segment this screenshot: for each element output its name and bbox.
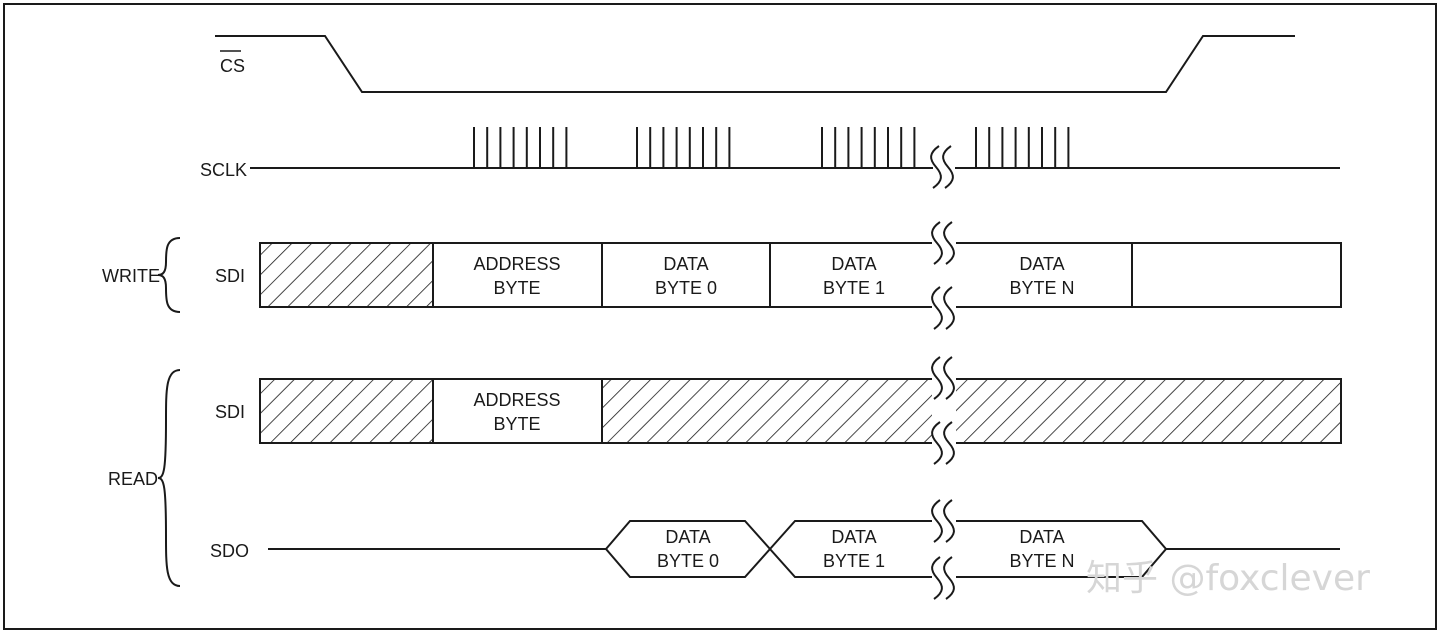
read-sdi-address-byte (432, 378, 603, 444)
write-sdi-break-icon (931, 221, 956, 330)
sdo-label: SDO (210, 541, 249, 561)
sclk-label: SCLK (200, 160, 247, 180)
sdo-data1-line2: BYTE 1 (823, 551, 885, 571)
read-address-line1: ADDRESS (473, 390, 560, 410)
write-address-line1: ADDRESS (473, 254, 560, 274)
sclk-pulse-bursts (473, 127, 1070, 168)
write-sdi-address-byte (432, 242, 603, 308)
write-group-label: WRITE (102, 266, 160, 286)
sdo-break-icon (931, 499, 956, 602)
sdo-dataN-line1: DATA (1019, 527, 1064, 547)
read-sdi-dontcare (259, 378, 434, 444)
read-address-line2: BYTE (493, 414, 540, 434)
cs-waveform (215, 35, 1295, 93)
write-sdi-label: SDI (215, 266, 245, 286)
write-data1-line2: BYTE 1 (823, 278, 885, 298)
write-data0-line1: DATA (663, 254, 708, 274)
read-sdi-break-icon (931, 356, 956, 465)
write-data0-line2: BYTE 0 (655, 278, 717, 298)
read-brace (157, 369, 181, 587)
sdo-data0-line1: DATA (665, 527, 710, 547)
write-sdi-trailing (1131, 242, 1342, 308)
write-dataN-line2: BYTE N (1009, 278, 1074, 298)
sdo-data0-line2: BYTE 0 (657, 551, 719, 571)
write-sdi-data-byte-0 (601, 242, 771, 308)
sdo-data1-line1: DATA (831, 527, 876, 547)
write-sdi-dontcare (259, 242, 434, 308)
diagram-frame (3, 3, 1437, 630)
sclk-break-icon (930, 144, 955, 192)
cs-label: CS (220, 56, 245, 76)
read-sdi-dontcare-tail (601, 378, 1342, 444)
write-brace (157, 237, 181, 313)
write-data1-line1: DATA (831, 254, 876, 274)
write-dataN-line1: DATA (1019, 254, 1064, 274)
write-address-line2: BYTE (493, 278, 540, 298)
sdo-dataN-line2: BYTE N (1009, 551, 1074, 571)
watermark: 知乎 @foxclever (1086, 558, 1370, 599)
read-sdi-label: SDI (215, 402, 245, 422)
read-group-label: READ (108, 469, 158, 489)
